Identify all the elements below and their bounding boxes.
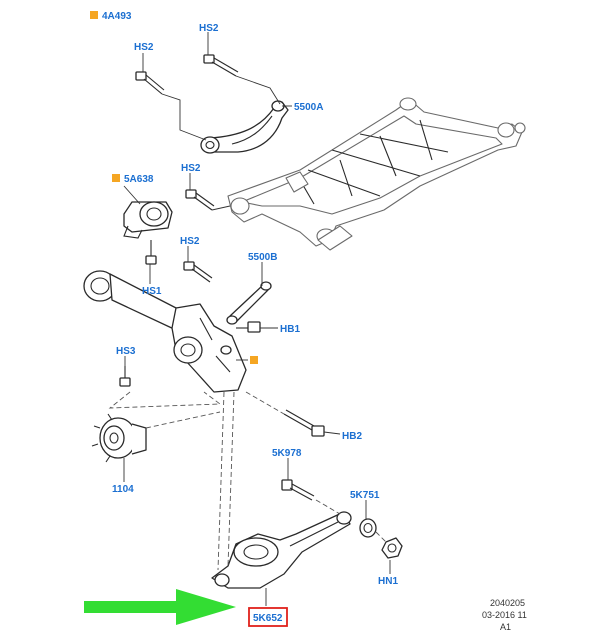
figure-date: 03-2016 11 bbox=[482, 610, 527, 620]
rear-subframe bbox=[227, 97, 526, 251]
bolt-hs3 bbox=[119, 366, 131, 387]
trailing-arm-knuckle bbox=[83, 270, 247, 393]
bolt-hs2-mid bbox=[185, 189, 215, 211]
green-arrow-icon bbox=[84, 589, 236, 625]
wheel-hub-1104 bbox=[91, 413, 147, 463]
orange-square-icon bbox=[90, 11, 98, 19]
bolt-hs2-lower bbox=[183, 261, 213, 283]
callout-hs2-lower: HS2 bbox=[180, 236, 200, 247]
highlight-box bbox=[248, 607, 288, 627]
assembly-dashed-lines bbox=[108, 391, 387, 571]
bolt-hb1 bbox=[236, 321, 261, 333]
figure-code: 2040205 bbox=[490, 598, 525, 608]
leader-lines bbox=[123, 32, 391, 606]
callout-hs1: HS1 bbox=[142, 286, 162, 297]
callout-5k652: 5K652 bbox=[253, 613, 283, 624]
bolt-hs1 bbox=[145, 240, 157, 265]
callout-hs2-mid: HS2 bbox=[181, 163, 201, 174]
callout-hb1: HB1 bbox=[280, 324, 300, 335]
callout-hb2: HB2 bbox=[342, 431, 362, 442]
callout-5500b: 5500B bbox=[248, 252, 277, 263]
orange-square-icon bbox=[250, 356, 258, 364]
callout-hs3: HS3 bbox=[116, 346, 136, 357]
callout-5500a: 5500A bbox=[294, 102, 323, 113]
bolt-hb2 bbox=[283, 409, 325, 437]
callout-5k751: 5K751 bbox=[350, 490, 380, 501]
orange-square-icon bbox=[112, 174, 120, 182]
bushing-5A638 bbox=[123, 201, 173, 239]
bolt-5k978 bbox=[281, 479, 315, 501]
callout-5k978: 5K978 bbox=[272, 448, 302, 459]
figure-revision: A1 bbox=[500, 622, 511, 632]
callout-hs2-top: HS2 bbox=[199, 23, 219, 34]
callout-hs2-left: HS2 bbox=[134, 42, 154, 53]
lower-arm-5K652 bbox=[211, 511, 352, 589]
nut-hn1 bbox=[381, 537, 403, 559]
callout-5a638: 5A638 bbox=[124, 174, 154, 185]
callout-hn1: HN1 bbox=[378, 576, 398, 587]
upper-arm-5500A bbox=[200, 100, 289, 154]
callout-1104: 1104 bbox=[112, 484, 134, 495]
link-5500B bbox=[226, 281, 272, 325]
bushing-5k751 bbox=[359, 518, 377, 538]
bolt-hs2-left bbox=[135, 71, 165, 95]
bolt-hs2-top bbox=[203, 54, 239, 77]
callout-4a493: 4A493 bbox=[102, 11, 132, 22]
